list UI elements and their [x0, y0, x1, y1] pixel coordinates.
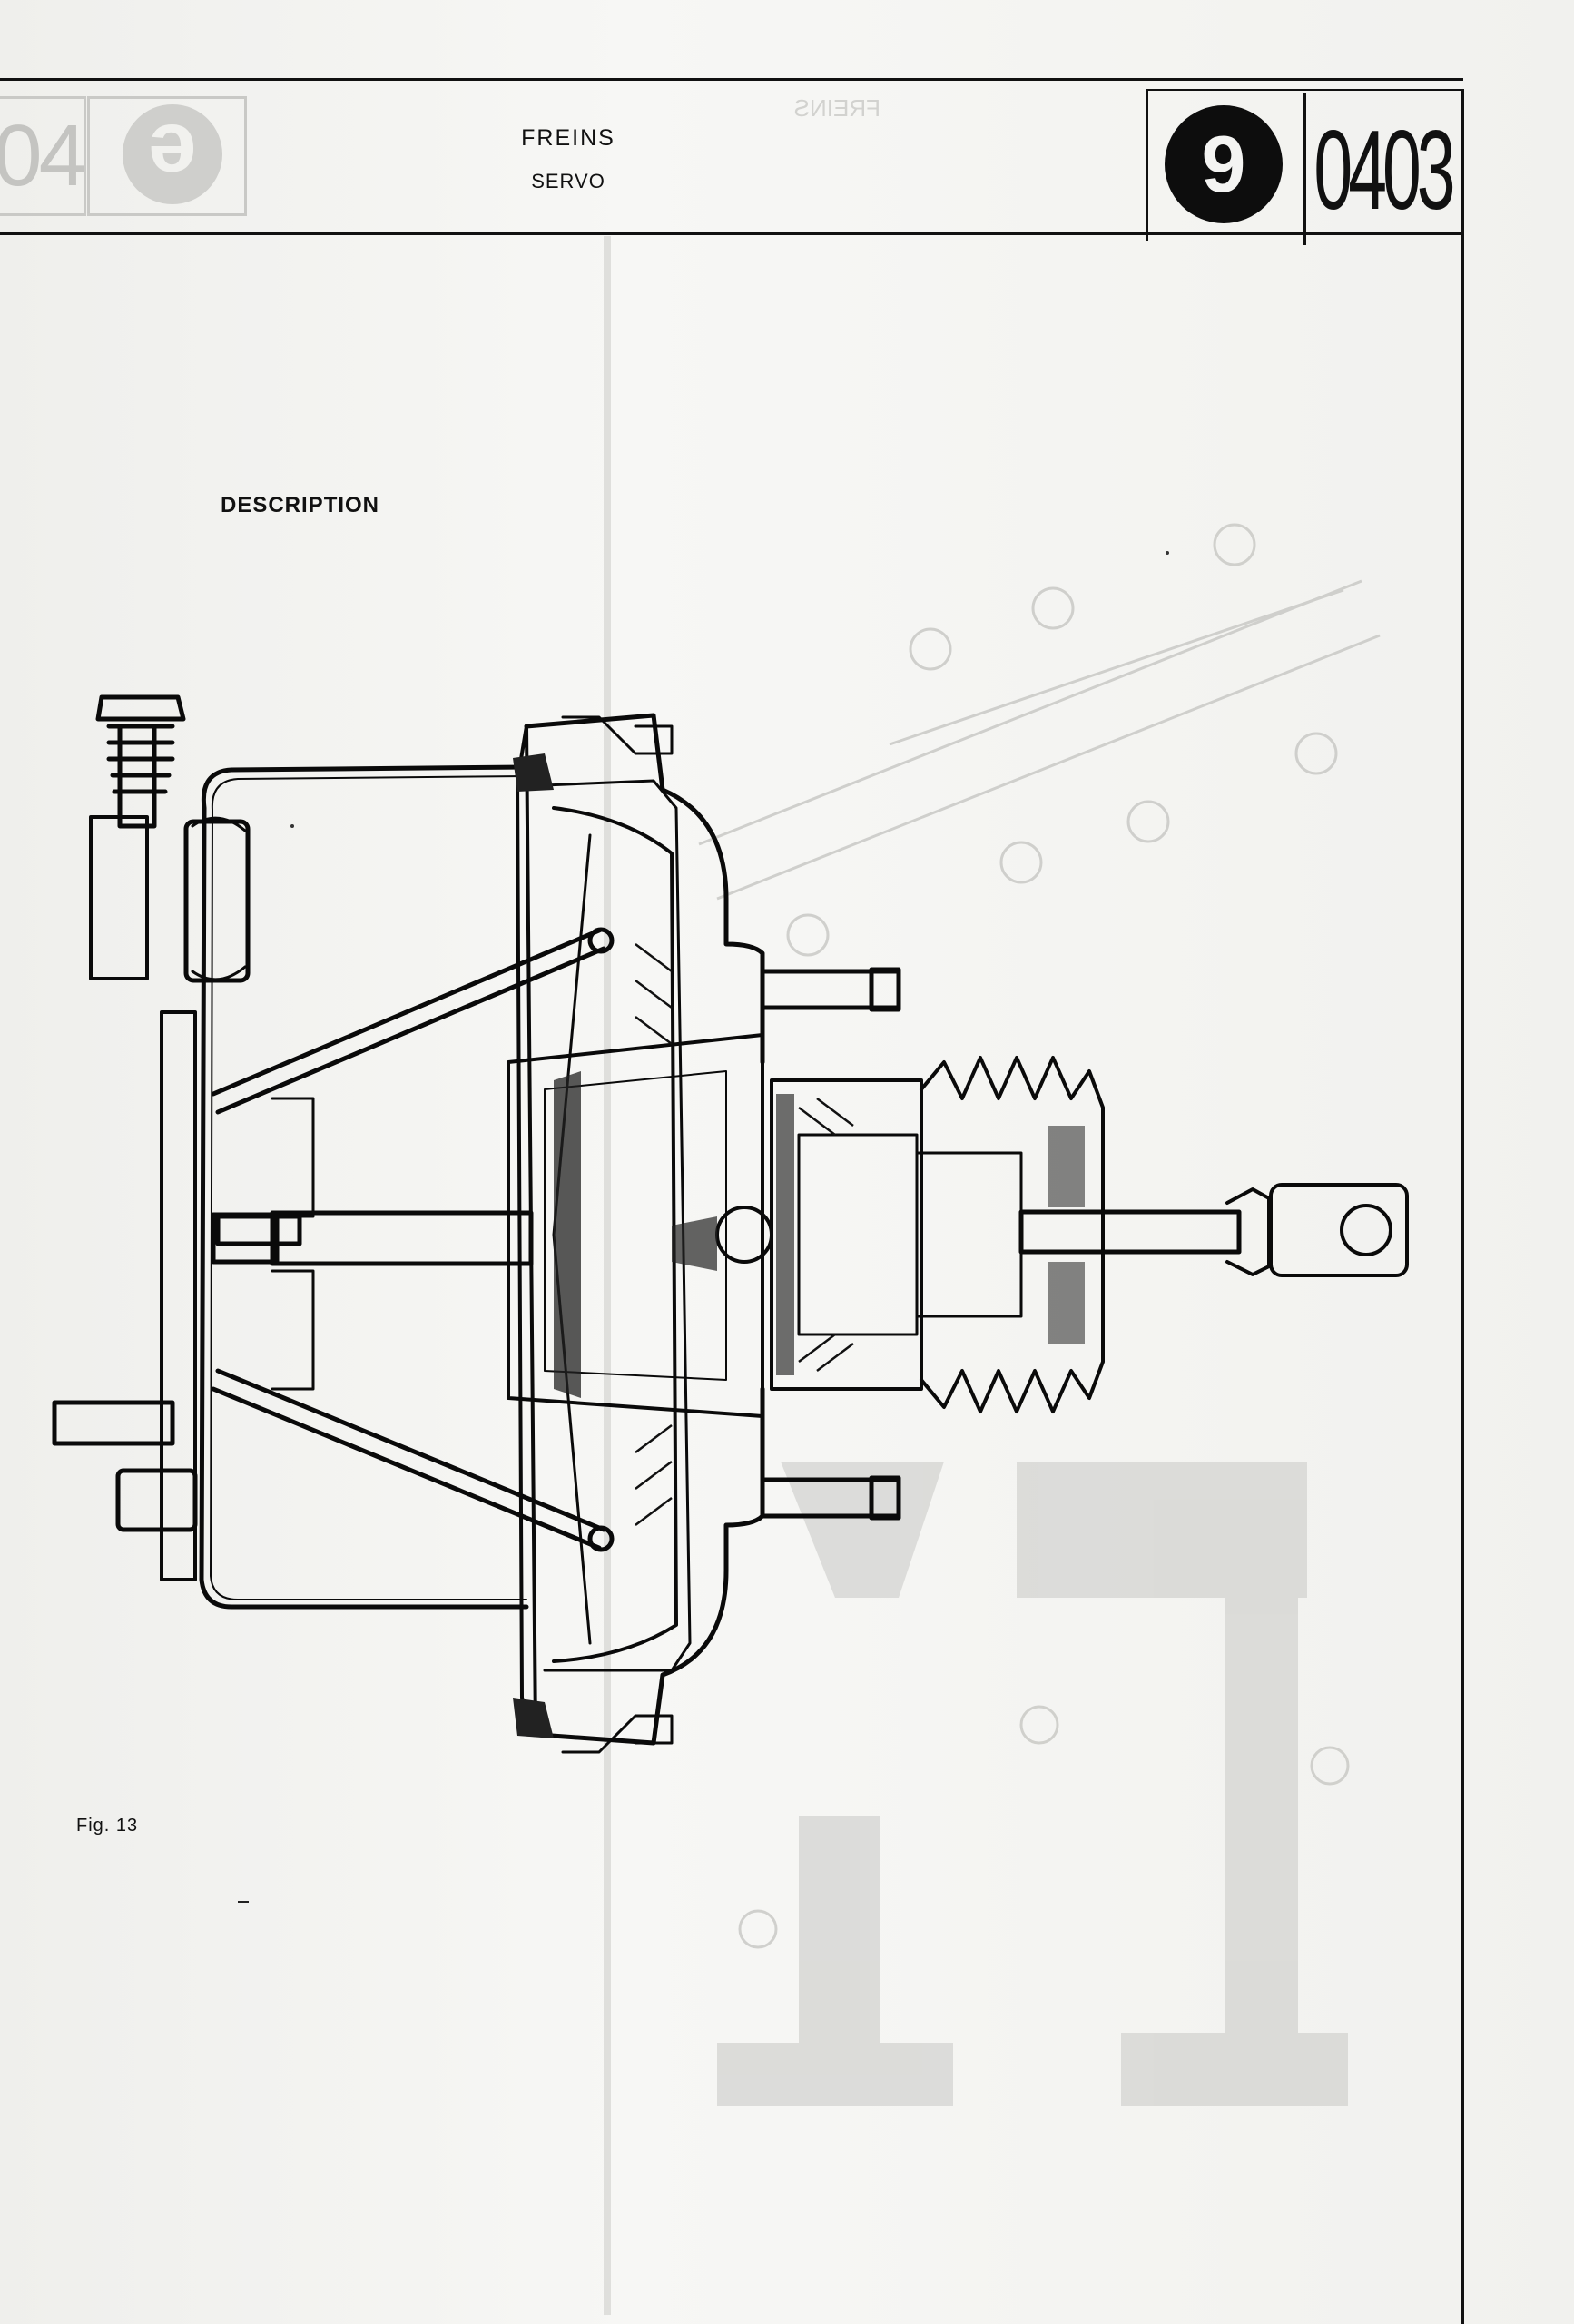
- valve-housing: [770, 1078, 923, 1391]
- header-divider-badge: [1146, 89, 1148, 241]
- servo-cross-section-drawing: [52, 694, 1409, 1754]
- logo-fragment: 04: [0, 96, 86, 216]
- rubber-boot: [920, 1056, 1105, 1413]
- header-divider-page: [1303, 93, 1306, 245]
- header-top-rule: [0, 78, 1463, 81]
- stray-dot: [1166, 551, 1169, 555]
- header-right-frame-top: [1146, 89, 1464, 91]
- output-rod: [1018, 1209, 1242, 1255]
- header-bottom-rule: [0, 232, 1463, 235]
- piston-body: [507, 1033, 764, 1418]
- front-shell: [524, 713, 765, 1746]
- logo-emblem-box: e: [87, 96, 247, 216]
- page-subtitle: SERVO: [531, 170, 605, 192]
- vacuum-inlet-nozzle: [89, 815, 149, 980]
- page-right-border: [1461, 91, 1464, 2324]
- tie-rod-upper: [211, 928, 602, 1097]
- page-number: 0403: [1313, 108, 1455, 233]
- figure-caption: Fig. 13: [76, 1816, 139, 1836]
- stray-dot: [290, 824, 294, 828]
- section-heading: DESCRIPTION: [221, 493, 380, 517]
- tie-rod-lower: [211, 1386, 602, 1551]
- mounting-stud-lower: [760, 1477, 901, 1519]
- section-number-badge: 9: [1165, 105, 1283, 223]
- logo-emblem: e: [123, 104, 222, 204]
- clevis-eye: [1269, 1183, 1409, 1277]
- rear-shell: [199, 764, 529, 1610]
- page-title: FREINS: [521, 125, 615, 151]
- stray-dash-mark: [238, 1901, 249, 1903]
- publisher-logo: 04 e: [0, 78, 250, 231]
- push-rod: [270, 1210, 534, 1266]
- mounting-stud-upper: [760, 969, 901, 1010]
